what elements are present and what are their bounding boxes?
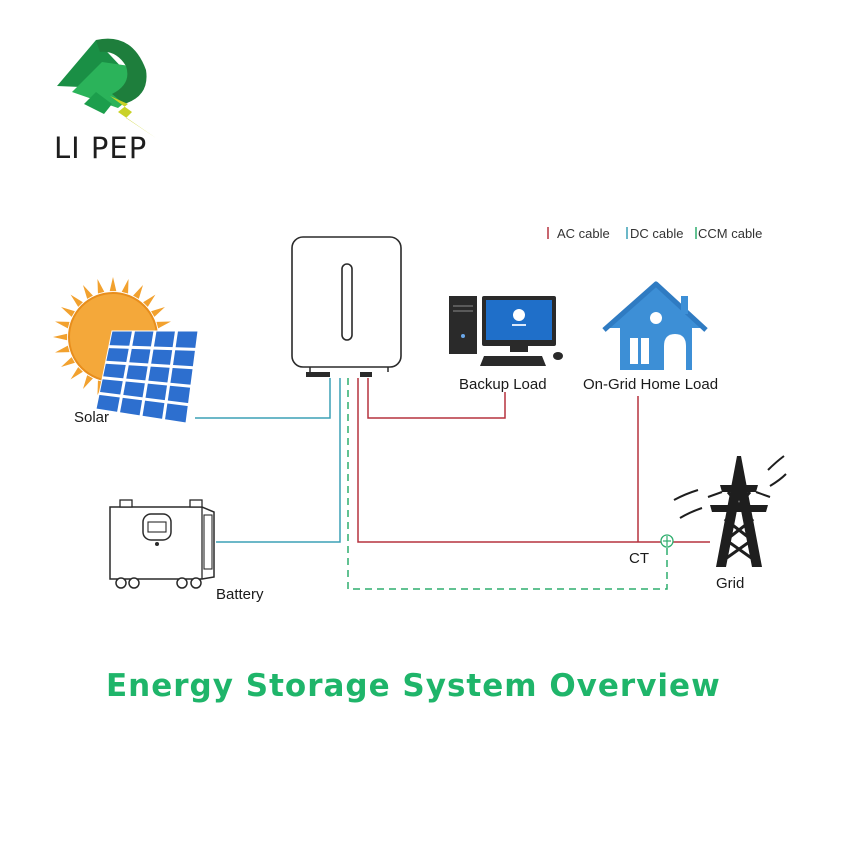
- house-icon: [602, 281, 708, 370]
- dc-cable-solar: [195, 378, 331, 419]
- lipep-logo: [57, 38, 156, 138]
- solar-label: Solar: [74, 409, 109, 426]
- inverter-icon: [291, 236, 402, 377]
- ac-cable-grid: [357, 378, 710, 543]
- grid-label: Grid: [716, 575, 744, 592]
- ct-sensor-icon: [660, 534, 674, 548]
- battery-label: Battery: [216, 586, 264, 603]
- ccm-cable: [347, 378, 668, 590]
- solar-panel-icon: [95, 330, 199, 424]
- ac-cable-backup: [367, 378, 506, 419]
- legend-dc: DC cable: [630, 226, 683, 241]
- ct-label: CT: [629, 550, 649, 567]
- legend-ac: AC cable: [557, 226, 610, 241]
- backup-load-label: Backup Load: [459, 376, 547, 393]
- computer-icon: [449, 296, 563, 366]
- dc-cable-battery: [216, 378, 341, 543]
- transmission-tower-icon: [673, 455, 787, 567]
- brand-name: LI PEP: [54, 131, 147, 165]
- legend-ccm: CCM cable: [698, 226, 762, 241]
- battery-unit-icon: [109, 499, 215, 589]
- home-load-label: On-Grid Home Load: [583, 376, 718, 393]
- cable-legend: AC cable DC cable CCM cable: [547, 226, 762, 241]
- diagram-title: Energy Storage System Overview: [106, 668, 721, 704]
